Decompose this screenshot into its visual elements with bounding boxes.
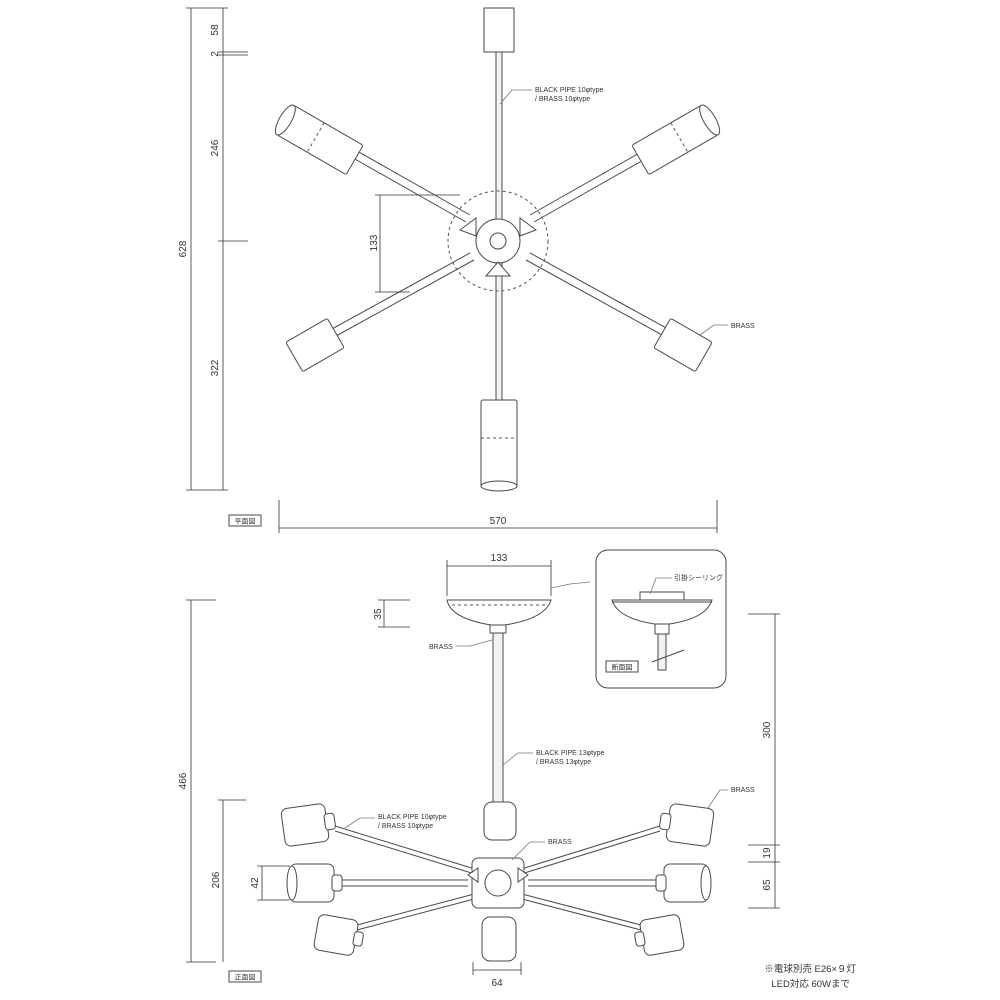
section-view: 引掛シーリング 断面図 <box>595 549 727 689</box>
plan-view: BLACK PIPE 10φtype / BRASS 10φtype BRASS… <box>178 7 755 533</box>
front-note-brass-hub: BRASS <box>548 839 572 846</box>
front-socket-lower-right <box>634 914 685 956</box>
front-dim-35: 35 <box>373 608 384 620</box>
front-dim-466: 466 <box>178 772 189 789</box>
footnote-line-2: LED対応 60Wまで <box>771 978 850 990</box>
section-ceiling-hook <box>639 591 685 601</box>
plan-dim-58: 58 <box>210 24 221 36</box>
front-dim-64: 64 <box>491 978 503 989</box>
plan-shade-lower-left <box>285 318 345 372</box>
section-view-frame <box>595 549 727 689</box>
plan-hub-fin-right <box>519 217 538 237</box>
front-dim-300: 300 <box>762 721 773 738</box>
front-note-brass-socket: BRASS <box>731 787 755 794</box>
plan-view-label: 平面図 <box>235 518 256 526</box>
front-arms <box>334 825 661 931</box>
section-pipe <box>657 633 667 671</box>
section-view-label: 断面図 <box>612 663 633 672</box>
front-note-pipe10-1: BLACK PIPE 10φtype <box>378 814 446 821</box>
front-socket-upper-left <box>280 803 336 847</box>
front-dim-19: 19 <box>762 847 773 859</box>
front-dim-65: 65 <box>762 879 773 891</box>
front-canopy-nut <box>489 624 507 634</box>
front-view-label: 正面図 <box>235 974 256 982</box>
plan-canopy <box>483 7 515 53</box>
plan-dim-246: 246 <box>210 139 221 156</box>
plan-view-label-box <box>228 514 262 527</box>
front-note-pipe13-1: BLACK PIPE 13φtype <box>536 750 604 757</box>
plan-arm-lower-left <box>311 252 475 348</box>
plan-shade-lower-right <box>653 318 713 372</box>
front-view: BRASS BLACK PIPE 13φtype / BRASS 13φtype… <box>178 553 780 989</box>
section-view-label-box <box>605 660 639 673</box>
front-dim-206: 206 <box>211 871 222 888</box>
plan-hub-detail-circle <box>447 190 549 292</box>
front-dim-133: 133 <box>491 553 508 564</box>
footnote-line-1: ※電球別売 E26×９灯 <box>764 963 856 975</box>
plan-shade-bottom <box>480 399 518 492</box>
front-socket-upper-right <box>659 803 715 847</box>
front-note-pipe10-2: / BRASS 10φtype <box>378 823 433 830</box>
front-canopy <box>446 599 552 627</box>
plan-dim-133: 133 <box>369 234 380 251</box>
plan-dim-2: 2 <box>210 51 221 57</box>
front-view-label-box <box>228 970 262 983</box>
plan-arm-upper-right <box>529 146 655 223</box>
plan-note-pipe-1: BLACK PIPE 10φtype <box>535 87 603 94</box>
front-note-pipe13-2: / BRASS 13φtype <box>536 759 591 766</box>
plan-hub-fin-left <box>458 217 477 237</box>
front-hub-fin-left <box>467 867 479 883</box>
plan-note-pipe-2: / BRASS 10φtype <box>535 96 590 103</box>
plan-shade-upper-left <box>274 104 363 175</box>
plan-pipe-top <box>495 51 503 223</box>
front-stem-pipe <box>492 632 504 804</box>
plan-shade-upper-right <box>632 104 721 175</box>
front-socket-top <box>483 801 517 841</box>
plan-dim-322: 322 <box>210 359 221 376</box>
front-hub-center <box>484 869 512 897</box>
plan-arm-lower-right <box>525 252 689 348</box>
plan-hub-fin-bottom <box>484 261 512 277</box>
section-note: 引掛シーリング <box>674 573 723 582</box>
plan-hub-center <box>489 232 507 250</box>
front-socket-lower-left <box>313 914 364 956</box>
front-hub-fin-right <box>517 867 529 883</box>
plan-dim-570: 570 <box>490 516 507 527</box>
section-break-line <box>651 649 685 663</box>
front-note-brass-canopy: BRASS <box>429 644 453 651</box>
front-socket-bottom <box>481 916 517 962</box>
front-socket-mid-left <box>286 863 343 903</box>
front-socket-mid-right <box>655 863 712 903</box>
plan-dim-628: 628 <box>178 240 189 257</box>
plan-note-brass: BRASS <box>731 323 755 330</box>
section-canopy <box>611 599 713 626</box>
section-nut <box>654 623 670 635</box>
plan-pipe-bottom <box>495 261 503 403</box>
plan-arm-upper-left <box>345 146 471 223</box>
front-dim-42: 42 <box>250 877 261 889</box>
